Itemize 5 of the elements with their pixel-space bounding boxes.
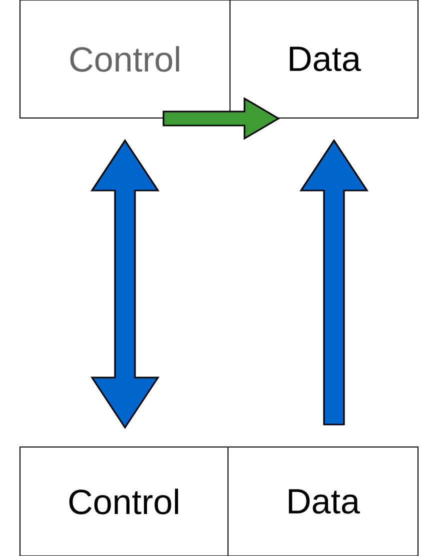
block-arrow <box>162 97 280 140</box>
block-arrow <box>300 139 368 426</box>
label-box: Data <box>230 0 418 118</box>
label-box: Control <box>20 446 228 556</box>
label-box: Data <box>228 446 418 556</box>
